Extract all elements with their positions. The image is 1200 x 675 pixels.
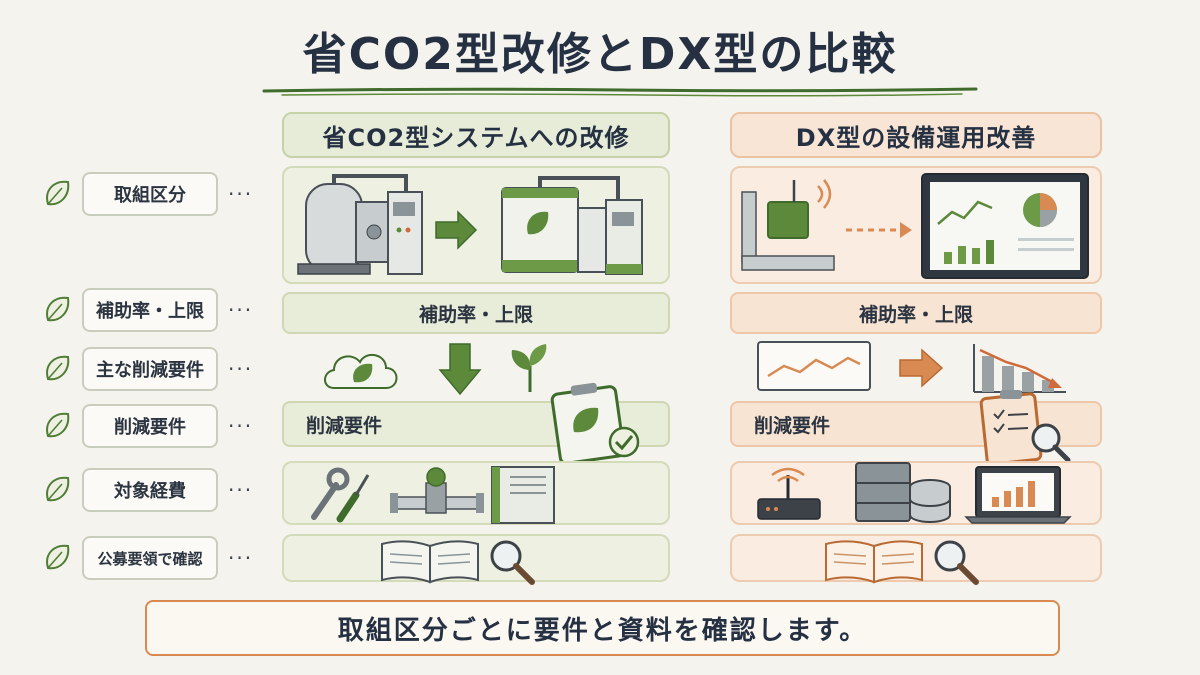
open-book-icon	[825, 540, 923, 584]
dots-connector: ···	[228, 298, 254, 322]
server-icon	[855, 462, 911, 522]
dots-connector: ···	[228, 414, 254, 438]
wrench-screwdriver-icon	[311, 467, 370, 523]
left-expenses-illustration	[311, 466, 555, 524]
leaf-icon	[46, 355, 70, 381]
right-guidelines-illustration	[825, 540, 979, 585]
iot-sensor-icon	[741, 179, 835, 271]
router-icon	[757, 467, 821, 520]
row-label-category: 取組区分	[82, 172, 218, 216]
dots-connector: ···	[228, 182, 254, 206]
arrow-right-icon	[435, 210, 478, 250]
magnifier-icon	[1031, 423, 1061, 453]
laptop-chart-icon	[964, 466, 1072, 524]
left-category-illustration	[297, 174, 643, 275]
dashboard-monitor-icon	[921, 173, 1089, 279]
row-label-expenses: 対象経費	[82, 468, 218, 512]
cloud-leaf-icon	[324, 353, 398, 389]
equipment-cabinet-icon	[491, 466, 555, 524]
left-subsidy-text: 補助率・上限	[418, 303, 533, 326]
right-expenses-illustration	[757, 462, 1072, 524]
row-label-reduction: 削減要件	[82, 404, 218, 448]
dots-connector: ···	[228, 546, 254, 570]
arrow-down-icon	[438, 343, 482, 396]
leaf-icon	[46, 476, 70, 502]
dots-connector: ···	[228, 357, 254, 381]
database-icon	[909, 479, 951, 523]
clipboard-check-icon	[550, 382, 640, 465]
leaf-icon	[46, 180, 70, 206]
left-main-reduction-illustration	[324, 343, 547, 396]
leaf-icon	[46, 412, 70, 438]
line-chart-icon	[757, 341, 871, 391]
dashed-arrow-icon	[846, 222, 912, 238]
clipboard-checklist-icon	[979, 390, 1071, 466]
right-reduction-text: 削減要件	[754, 414, 831, 437]
right-subsidy-text: 補助率・上限	[858, 303, 973, 326]
declining-bar-chart-icon	[973, 344, 1066, 393]
right-main-reduction-illustration	[757, 341, 1066, 393]
left-reduction-text: 削減要件	[306, 414, 383, 437]
leaf-icon	[46, 296, 70, 322]
arrow-right-icon	[899, 348, 944, 388]
sprout-icon	[511, 344, 547, 392]
right-subsidy-band: 補助率・上限	[730, 292, 1102, 334]
left-subsidy-band: 補助率・上限	[282, 292, 670, 334]
magnifier-icon	[934, 540, 979, 585]
footer-note: 取組区分ごとに要件と資料を確認します。	[145, 600, 1060, 656]
dots-connector: ···	[228, 478, 254, 502]
row-label-main-reduction: 主な削減要件	[82, 347, 218, 391]
left-column-header: 省CO2型システムへの改修	[282, 112, 670, 158]
page-title: 省CO2型改修とDX型の比較	[302, 29, 898, 80]
row-label-guidelines: 公募要領で確認	[82, 536, 218, 580]
right-category-illustration	[741, 173, 1089, 279]
pipe-valve-icon	[390, 467, 484, 514]
left-guidelines-illustration	[381, 540, 535, 585]
row-label-subsidy: 補助率・上限	[82, 288, 218, 332]
open-book-icon	[381, 540, 479, 584]
leaf-icon	[46, 544, 70, 570]
right-column-header: DX型の設備運用改善	[730, 112, 1102, 158]
magnifier-icon	[490, 540, 535, 585]
title-underline	[262, 87, 978, 97]
boiler-icon	[297, 174, 423, 275]
eco-boiler-icon	[501, 176, 643, 275]
right-reduction-band: 削減要件	[730, 401, 1102, 447]
